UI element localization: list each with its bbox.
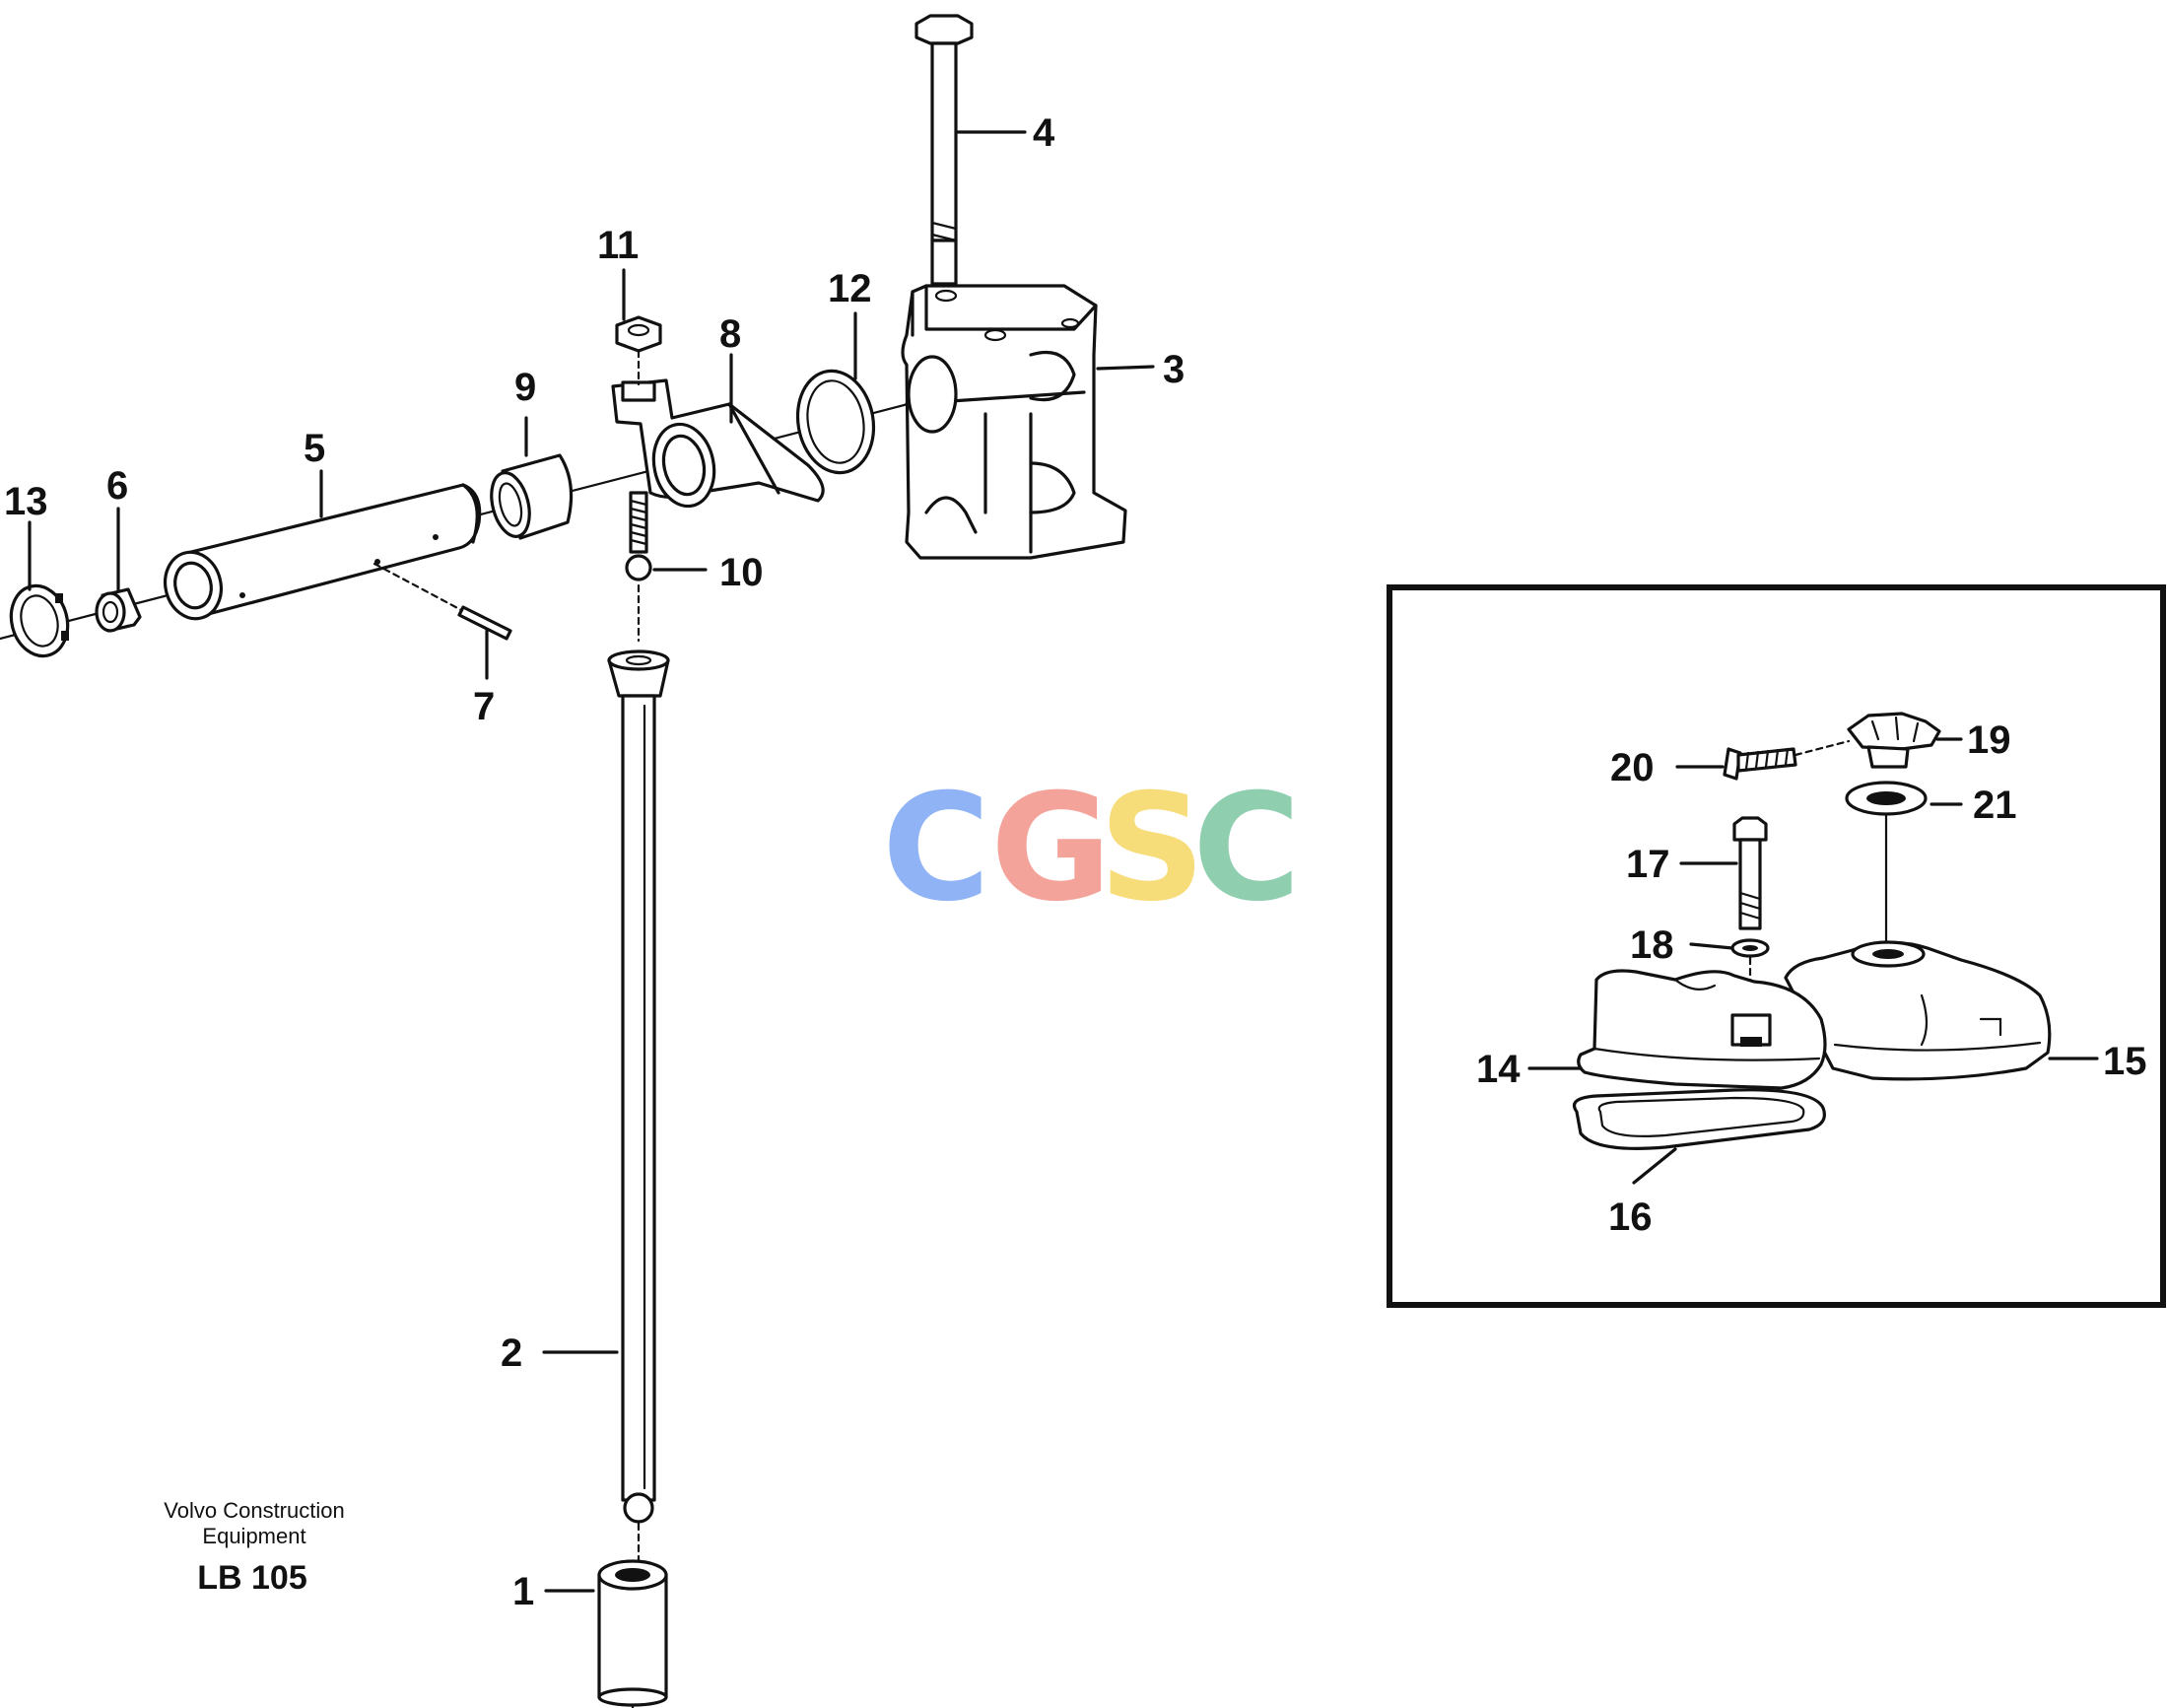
callout-1: 1: [512, 1570, 534, 1613]
watermark-letter-2: G: [990, 763, 1112, 934]
callout-20: 20: [1610, 746, 1655, 789]
part-2-push-rod: [607, 583, 670, 1569]
inset-detail-box: 14 15 16 17 18 19 20 21: [1387, 584, 2166, 1308]
callout-2: 2: [501, 1332, 522, 1375]
part-16-gasket: [1572, 1088, 1826, 1150]
callout-14: 14: [1476, 1048, 1521, 1091]
part-4-bolt: [914, 14, 974, 286]
part-8-rocker-arm: [611, 378, 825, 509]
part-17-bolt: [1732, 816, 1768, 930]
callout-3: 3: [1163, 348, 1185, 391]
footer-code: LB 105: [197, 1559, 307, 1597]
callout-8: 8: [719, 312, 741, 356]
callout-4: 4: [1033, 111, 1055, 155]
part-11-nut: [615, 315, 662, 386]
callout-13: 13: [4, 480, 48, 523]
callout-9: 9: [514, 366, 536, 409]
part-7-pin: [372, 562, 512, 641]
callout-labels-main: 1 2 3 4 5 6 7 8 9 10 11 12 13: [4, 111, 1185, 1613]
footer-block: Volvo Construction Equipment LB 105: [164, 1498, 344, 1597]
part-6-spacer: [95, 587, 142, 633]
callout-11: 11: [597, 224, 639, 267]
footer-company-line2: Equipment: [202, 1524, 305, 1548]
part-10-adjusting-screw: [625, 491, 652, 581]
callout-21: 21: [1973, 784, 2017, 827]
watermark-letter-4: C: [1192, 763, 1301, 934]
watermark-logo: C G S C: [882, 763, 1301, 934]
leader-lines: [28, 130, 1155, 1593]
callout-6: 6: [106, 464, 128, 508]
part-1-tappet: [597, 1559, 668, 1708]
callout-18: 18: [1630, 923, 1674, 967]
part-14-cover: [1577, 969, 1827, 1090]
callout-16: 16: [1608, 1196, 1653, 1239]
callout-5: 5: [304, 427, 325, 470]
callout-19: 19: [1967, 718, 2011, 762]
callout-7: 7: [473, 685, 495, 728]
part-15-cover: [1784, 940, 2052, 1081]
part-20-screw: [1723, 739, 1851, 781]
watermark-letter-3: S: [1099, 763, 1205, 934]
part-5-rocker-shaft: [164, 483, 482, 621]
part-3-rocker-bracket: [901, 284, 1127, 560]
watermark-letter-1: C: [882, 763, 990, 934]
callout-17: 17: [1626, 843, 1670, 886]
callout-10: 10: [719, 551, 764, 594]
part-13-circlip: [9, 583, 70, 658]
part-12-seal-ring: [795, 369, 876, 475]
part-21-washer: [1845, 781, 1928, 950]
footer-company-line1: Volvo Construction: [164, 1498, 344, 1523]
part-19-filler-cap: [1847, 712, 1941, 769]
callout-15: 15: [2103, 1040, 2147, 1083]
callout-12: 12: [828, 267, 872, 310]
part-9-bushing: [490, 453, 574, 540]
